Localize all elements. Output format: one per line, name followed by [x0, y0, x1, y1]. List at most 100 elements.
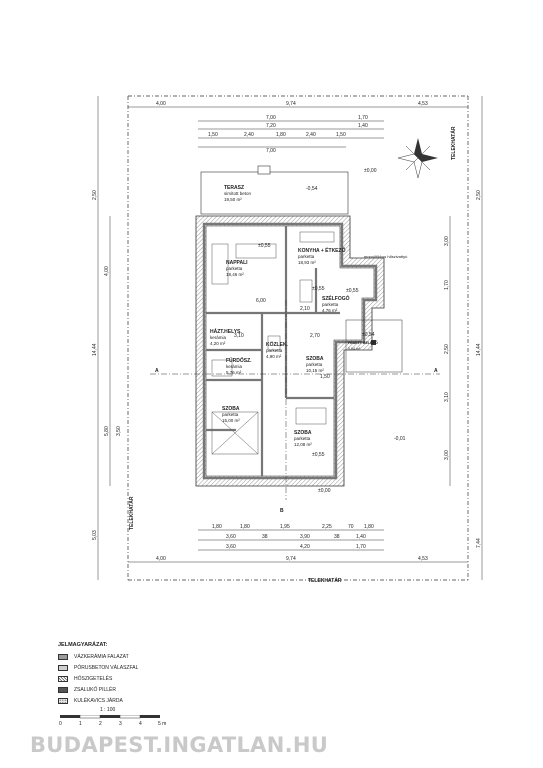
- top-dimensions: [128, 106, 468, 148]
- room-nappali-finish: parketta: [226, 266, 243, 271]
- dim-right-total-2: 14,44: [476, 343, 482, 356]
- dim-left-total-1: 2,50: [92, 190, 98, 200]
- covered-entrance: [345, 319, 403, 373]
- dim-bottom-total-3: 4,53: [418, 556, 428, 562]
- branding-banner: BUDAPEST.INGATLAN.HU: [0, 730, 543, 760]
- room-kozlek-finish: parketta: [266, 348, 283, 353]
- boundary-label-bottom: TELEKHATÁR: [308, 577, 342, 584]
- room-belepo-area: 5,04 m²: [348, 347, 361, 351]
- room-kozlek-area: 4,90 m²: [266, 354, 282, 359]
- room-furdo-name: FÜRDŐSZ.: [226, 357, 252, 364]
- section-axes: [150, 300, 440, 500]
- scale-ratio: 1 : 100: [100, 707, 116, 713]
- room-terrace-name: TERASZ: [224, 185, 244, 191]
- legend-item: ZSALUKŐ PILLÉR: [58, 684, 258, 695]
- room-konyha-name: KONYHA + ÉTKEZŐ: [298, 246, 346, 254]
- dim-bottom-r2-5: 1,40: [356, 534, 366, 540]
- dim-right-inner-4: 3,10: [444, 392, 450, 402]
- dim-bottom-r1-2: 1,80: [240, 524, 250, 530]
- room-szoba1-area: 10,15 m²: [306, 368, 324, 373]
- dim-left-total-2: 14,44: [92, 343, 98, 356]
- room-szoba1-name: SZOBA: [306, 356, 324, 362]
- dim-bottom-total-1: 4,00: [156, 556, 166, 562]
- axis-b-bottom: B: [280, 508, 284, 514]
- scale-tick-0: 0: [59, 721, 62, 727]
- north-arrow-icon: [397, 138, 438, 179]
- room-nappali-name: NAPPALI: [226, 260, 248, 266]
- room-szoba2-finish: parketta: [222, 412, 239, 417]
- brand-logo: BUDAPEST.INGATLAN.HU: [30, 733, 329, 757]
- scale-tick-5: 5 m: [158, 721, 166, 727]
- dim-top-total-3: 4,53: [418, 101, 428, 107]
- dim-bottom-r1-1: 1,80: [212, 524, 222, 530]
- dim-top-r1-2: 1,70: [358, 115, 368, 121]
- legend-swatch-insulation: [58, 675, 68, 682]
- dim-bottom-total-2: 9,74: [286, 556, 296, 562]
- legend-label: VÁZKERÁMIA FALAZAT: [74, 653, 129, 660]
- scale-tick-3: 3: [119, 721, 122, 727]
- room-furdo-finish: kerámia: [226, 364, 243, 369]
- level-east: -0,01: [394, 436, 406, 442]
- level-szoba3: ±0,55: [312, 452, 325, 458]
- level-ground-north: ±0,00: [364, 168, 377, 174]
- legend-item: HŐSZIGETELÉS: [58, 673, 258, 684]
- legend-item: KULÉKAVICS JÁRDA: [58, 695, 258, 706]
- dim-left-inner-3: 3,50: [116, 426, 122, 436]
- dim-top-total-2: 9,74: [286, 101, 296, 107]
- dim-top-r2-1: 7,20: [266, 123, 276, 129]
- boundary-label-left: TELEKHATÁR: [128, 496, 135, 530]
- dim-right-total-3: 7,44: [476, 538, 482, 548]
- dim-top-r3-4: 2,40: [306, 132, 316, 138]
- entrance-pillar: [371, 340, 376, 345]
- dim-top-r2-2: 1,40: [358, 123, 368, 129]
- dim-inner-4: 2,70: [310, 333, 320, 339]
- dim-right-inner-2: 1,70: [444, 280, 450, 290]
- dim-bottom-r2-3: 3,90: [300, 534, 310, 540]
- plot-boundary: [127, 95, 469, 581]
- dim-top-r3-1: 1,50: [208, 132, 218, 138]
- dim-top-r3-2: 2,40: [244, 132, 254, 138]
- room-kozlek-name: KÖZLEK.: [266, 341, 289, 348]
- legend-item: PÓRUSBETON VÁLASZFAL: [58, 662, 258, 673]
- legend-swatch-partition: [58, 664, 68, 671]
- house-walls: [195, 215, 385, 487]
- room-nappali-area: 18,46 m²: [226, 272, 244, 277]
- legend: JELMAGYARÁZAT: VÁZKERÁMIA FALAZAT PÓRUSB…: [58, 642, 258, 706]
- legend-label: KULÉKAVICS JÁRDA: [74, 697, 123, 704]
- room-belepo-name: FEDETT BELÉPŐ: [348, 340, 378, 345]
- dim-inner-2: 3,10: [234, 333, 244, 339]
- room-szelfogo-finish: parketta: [322, 302, 339, 307]
- dim-right-inner-5: 3,00: [444, 450, 450, 460]
- level-terrace: -0,54: [306, 186, 318, 192]
- interior-walls: [206, 226, 340, 476]
- dim-right-inner-1: 3,00: [444, 236, 450, 246]
- room-haztart-area: 4,20 m²: [210, 341, 226, 346]
- room-konyha-area: 18,93 m²: [298, 260, 316, 265]
- legend-label: PÓRUSBETON VÁLASZFAL: [74, 664, 139, 671]
- level-nappali: ±0,55: [258, 243, 271, 249]
- dim-bottom-r1-4: 2,25: [322, 524, 332, 530]
- axis-a-left: A: [155, 368, 159, 374]
- scale-tick-1: 1: [79, 721, 82, 727]
- dim-bottom-r3-1: 3,60: [226, 544, 236, 550]
- legend-swatch-masonry: [58, 653, 68, 660]
- dim-top-r4-1: 7,00: [266, 148, 276, 154]
- room-furdo-area: 5,76 m²: [226, 370, 242, 375]
- room-konyha-finish: parketta: [298, 254, 315, 259]
- dim-right-total-1: 2,50: [476, 190, 482, 200]
- room-szelfogo-area: 4,76 m²: [322, 308, 338, 313]
- level-ground-south: ±0,00: [318, 488, 331, 494]
- legend-label: HŐSZIGETELÉS: [74, 675, 113, 682]
- dim-inner-5: 2,10: [300, 306, 310, 312]
- dim-bottom-r3-3: 1,70: [356, 544, 366, 550]
- room-szoba2-area: 15,00 m²: [222, 418, 240, 423]
- room-szoba2-name: SZOBA: [222, 406, 240, 412]
- dim-top-r3-3: 1,80: [276, 132, 286, 138]
- room-szoba3-finish: parketta: [294, 436, 311, 441]
- level-belepo: ±0,54: [362, 332, 375, 338]
- room-szoba3-area: 12,08 m²: [294, 442, 312, 447]
- bottom-dimensions: [128, 529, 468, 563]
- dim-right-inner-3: 2,50: [444, 344, 450, 354]
- dim-top-total-1: 4,00: [156, 101, 166, 107]
